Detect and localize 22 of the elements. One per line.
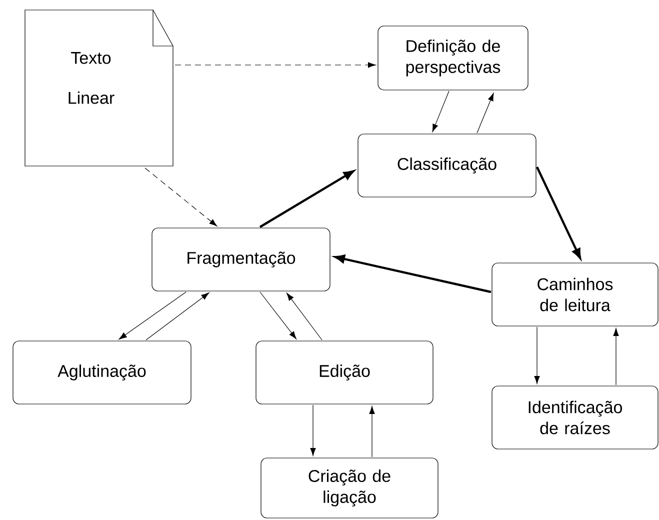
process-box: Criação de ligação (260, 458, 438, 518)
arrow (260, 292, 296, 340)
arrow (432, 90, 450, 132)
arrow (286, 292, 322, 340)
process-box: Classificação (358, 134, 536, 198)
arrow (534, 326, 540, 384)
arrow (369, 406, 375, 458)
arrow (174, 62, 376, 68)
arrow (536, 166, 582, 259)
process-box: Identificação de raízes (492, 386, 658, 450)
process-box: Fragmentação (152, 228, 330, 292)
arrow (146, 292, 210, 340)
arrow (118, 292, 186, 340)
arrow (613, 328, 619, 386)
process-box: Definição de perspectivas (378, 26, 528, 90)
arrow (476, 92, 494, 134)
arrow (310, 404, 316, 456)
process-box: Edição (256, 340, 434, 404)
arrow (259, 170, 354, 228)
arrow (144, 168, 218, 226)
process-box: Aglutinação (12, 340, 192, 404)
process-box: Caminhos de leitura (492, 262, 658, 326)
